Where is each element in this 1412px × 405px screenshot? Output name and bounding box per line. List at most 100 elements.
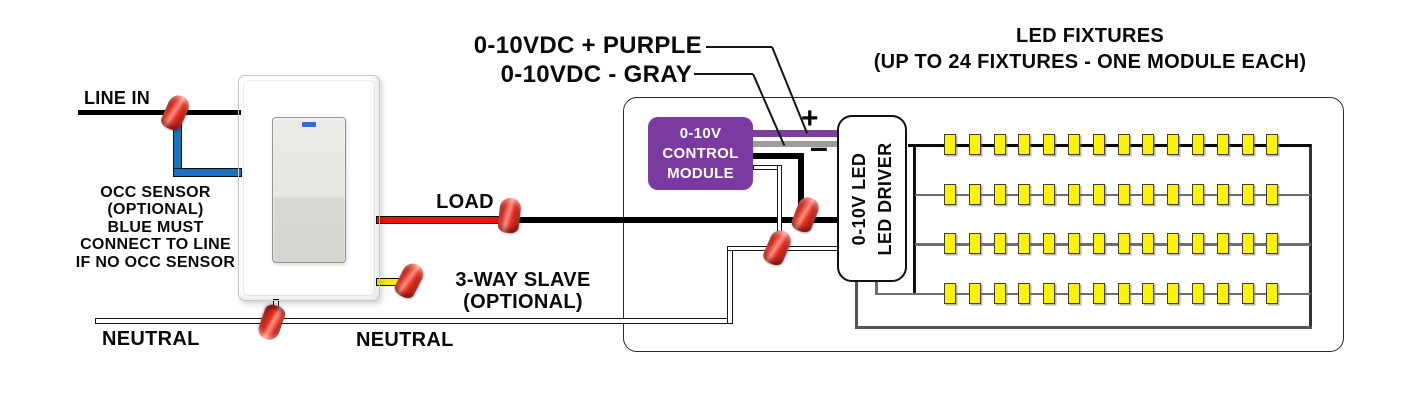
led-row-wire [908,144,1311,147]
led-module [1092,134,1105,155]
led-module [1068,183,1080,205]
load-label: LOAD [436,191,494,213]
vdc-plus-label: 0-10VDC + PURPLE [473,32,702,59]
occ-note-line: (OPTIONAL) [107,201,204,219]
led-module [1266,183,1279,205]
occ-note-line: BLUE MUST [107,218,204,236]
plus-sign: + [801,102,819,135]
led-module [993,233,1006,254]
leader-line-purple-horizontal [706,46,772,49]
led-module [1266,233,1279,254]
led-module [968,134,981,155]
led-module [1092,233,1105,254]
led-module [1142,282,1155,304]
leader-line-gray-horizontal [694,73,753,76]
led-module [1018,183,1031,205]
led-module [1068,134,1080,155]
control-module-line: 0-10V [679,124,722,142]
three-way-line: 3-WAY SLAVE [455,269,591,291]
switch-led-indicator [302,122,316,127]
led-module [1142,134,1155,155]
led-module [944,183,956,205]
led-module [1117,282,1130,304]
led-module [968,183,981,205]
led-module [1241,183,1254,205]
led-driver-box [837,115,907,282]
control-module: 0-10V CONTROL MODULE [648,117,753,190]
led-module [1167,233,1180,254]
led-module [1192,282,1204,304]
led-module [1043,233,1056,254]
led-module [1043,134,1056,155]
led-module [1216,282,1229,304]
fixtures-title: LED FIXTURES [1015,25,1165,47]
led-module [1192,183,1204,205]
led-module [1167,134,1180,155]
led-driver-line: 0-10V LED [849,152,869,246]
led-module [1092,282,1105,304]
led-module [1216,183,1229,205]
led-module [1018,134,1031,155]
occ-note-line: CONNECT TO LINE [80,236,231,254]
led-module [1266,134,1279,155]
module-black-wire-horizontal [753,153,804,159]
led-module [944,134,956,155]
led-module [993,183,1006,205]
led-bus-right [1309,144,1312,329]
led-row-wire [915,193,1311,196]
occ-blue-wire-horizontal [174,169,241,176]
load-wire-red [377,217,507,223]
led-module [1142,233,1155,254]
driver-row4-feeder [875,282,878,295]
led-module [1192,134,1204,155]
occ-note-line: OCC SENSOR [100,184,211,201]
three-way-slave-label: 3-WAY SLAVE (OPTIONAL) [428,269,618,313]
led-module [968,233,981,254]
led-module [1216,134,1229,155]
driver-return-horizontal [855,326,1312,329]
neutral-riser-wire [727,246,733,324]
led-module [993,134,1006,155]
led-module [1018,233,1031,254]
neutral-run-wire [95,318,731,324]
led-module [1241,134,1254,155]
three-way-yellow-wire [377,279,408,285]
led-driver-line: LED DRIVER [875,142,895,256]
dim-gray-wire [753,141,839,147]
occ-blue-wire-vertical [174,122,181,176]
led-module [1266,282,1279,304]
line-in-wire [78,110,241,115]
led-module [1117,233,1130,254]
minus-sign: – [810,129,828,165]
switch-rocker[interactable] [272,117,346,263]
led-module [1117,134,1130,155]
led-module [1167,282,1180,304]
occ-note-line: IF NO OCC SENSOR [75,253,236,271]
led-module [1117,183,1130,205]
led-module [944,282,956,304]
led-module [1043,282,1056,304]
led-module [1192,233,1204,254]
led-module [1167,183,1180,205]
led-module [1068,233,1080,254]
control-module-line: CONTROL [662,144,739,162]
led-module [1068,282,1080,304]
led-module [993,282,1006,304]
load-wire-black [508,217,840,223]
led-module [1241,233,1254,254]
led-bus-left [913,144,916,294]
driver-return-vertical [855,282,858,328]
led-module [968,282,981,304]
switch-plate-seam [243,80,375,296]
three-way-line: (OPTIONAL) [463,291,583,313]
vdc-minus-label: 0-10VDC - GRAY [500,61,692,88]
neutral-label-right: NEUTRAL [356,329,454,351]
led-driver-label: 0-10V LED LED DRIVER [840,119,904,279]
wire-nut-neutral [255,302,288,343]
led-module [1142,183,1155,205]
fixtures-subtitle: (UP TO 24 FIXTURES - ONE MODULE EACH) [873,51,1307,73]
led-module [1018,282,1031,304]
led-row-wire [915,243,1311,246]
led-module [944,233,956,254]
